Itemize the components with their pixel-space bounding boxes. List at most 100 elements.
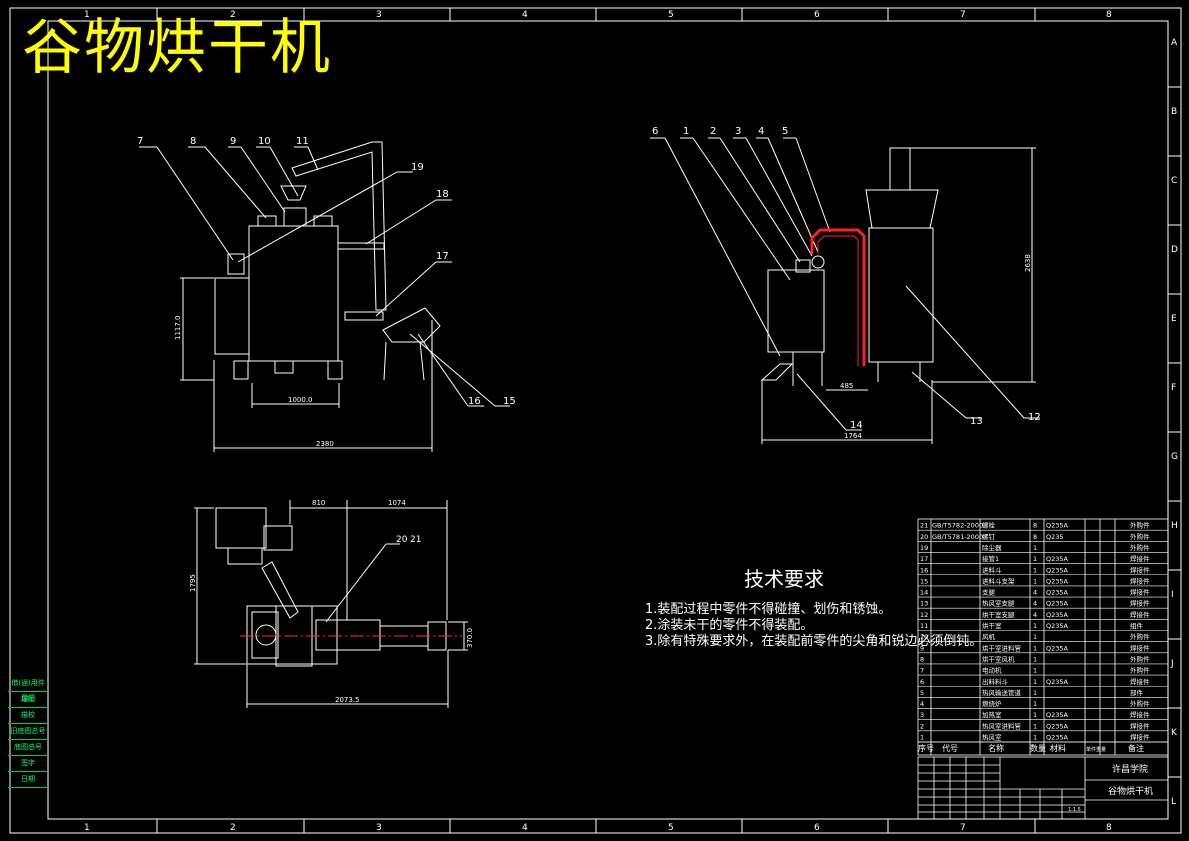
callout: 8 xyxy=(190,136,196,147)
row-label: E xyxy=(1171,314,1177,324)
strip-cell: 描图 xyxy=(8,692,48,708)
strip-cell: 借(通)用件登记 xyxy=(8,676,48,702)
bom-cell-code: GB/T5782-2000 xyxy=(932,522,983,530)
bom-cell-name: 烘干室 xyxy=(982,621,1002,630)
title-block-text: 许昌学院 谷物烘干机 1:1.5 xyxy=(1068,763,1153,813)
col-label: 6 xyxy=(814,823,820,833)
row-label: F xyxy=(1171,383,1176,393)
bom-cell-qty: 4 xyxy=(1033,589,1037,597)
dim-text: 2073.5 xyxy=(335,696,360,704)
bom-cell-name: 热风输送管道 xyxy=(982,688,1022,697)
bom-cell-qty: 4 xyxy=(1033,600,1037,608)
row-label: L xyxy=(1171,797,1176,807)
bom-cell-qty: 1 xyxy=(1033,678,1037,686)
callout: 13 xyxy=(970,416,983,427)
callout: 7 xyxy=(137,136,143,147)
tech-item: 3.除有特殊要求外，在装配前零件的尖角和锐边必须倒钝。 xyxy=(645,634,983,649)
bom-cell-mat: Q235A xyxy=(1046,678,1069,686)
col-label: 6 xyxy=(814,10,820,20)
callout: 21 xyxy=(410,535,421,545)
top-view-labels: 20 21 810 1074 1795 370.0 2073.5 xyxy=(189,499,474,704)
strip-cell: 旧底图总号 xyxy=(8,724,48,740)
callout: 6 xyxy=(652,126,658,137)
col-label: 5 xyxy=(668,823,674,833)
callout: 4 xyxy=(758,126,764,137)
callout: 19 xyxy=(411,162,424,173)
bom-header: 序号 代号 名称 数量 材料 单件重量 备注 xyxy=(918,743,1144,753)
bom-cell-name: 烘干室风机 xyxy=(982,654,1015,663)
bom-cell-name: 接管1 xyxy=(982,554,999,563)
bom-header-name: 名称 xyxy=(988,743,1004,753)
bom-cell-no: 16 xyxy=(920,566,928,574)
bom-cell-name: 加热室 xyxy=(982,710,1002,719)
col-label: 7 xyxy=(960,823,966,833)
bom-header-weight: 单件重量 xyxy=(1086,746,1106,753)
bom-cell-qty: 1 xyxy=(1033,700,1037,708)
bom-cell-note: 焊接件 xyxy=(1130,576,1150,585)
school-name: 许昌学院 xyxy=(1112,763,1148,775)
tech-requirements: 1.装配过程中零件不得碰撞、划伤和锈蚀。 2.涂装未干的零件不得装配。 3.除有… xyxy=(645,602,982,650)
bom-cell-mat: Q235 xyxy=(1046,533,1064,541)
dim-text: 1764 xyxy=(844,432,862,440)
bom-header-no: 序号 xyxy=(918,743,934,753)
bom-cell-no: 19 xyxy=(920,544,928,552)
col-label: 1 xyxy=(84,10,90,20)
strip-cell: 日期 xyxy=(8,772,48,788)
bom-header-note: 备注 xyxy=(1128,743,1144,753)
bom-cell-no: 4 xyxy=(920,700,924,708)
left-strip: 借(通)用件登记 描图 描校 旧底图总号 底图总号 签字 日期 xyxy=(8,676,48,788)
bom-cell-no: 6 xyxy=(920,678,924,686)
hot-air-pipe xyxy=(810,228,866,366)
bom-cell-name: 热风室进料管 xyxy=(982,721,1022,730)
strip-cell: 描校 xyxy=(8,708,48,724)
bom-cell-qty: 8 xyxy=(1033,533,1037,541)
bom-cell-name: 热风室支腿 xyxy=(982,599,1015,608)
bom-cell-qty: 1 xyxy=(1033,555,1037,563)
bom-cell-note: 外购件 xyxy=(1130,666,1150,675)
bom-cell-name: 螺钉 xyxy=(982,532,996,541)
bom-cell-name: 燃烧炉 xyxy=(982,699,1002,708)
col-label: 7 xyxy=(960,10,966,20)
bom-cell-note: 焊接件 xyxy=(1130,643,1150,652)
callout: 16 xyxy=(468,396,481,407)
bom-cell-no: 3 xyxy=(920,711,924,719)
col-label: 2 xyxy=(230,10,236,20)
bom-cell-mat: Q235A xyxy=(1046,589,1069,597)
bom-cell-no: 15 xyxy=(920,577,928,585)
title-block xyxy=(917,756,1169,820)
dim-text: 1000.0 xyxy=(288,396,313,404)
bom-cell-name: 进料斗 xyxy=(982,565,1002,574)
dim-text: 370.0 xyxy=(466,628,474,648)
bom-header-mat: 材料 xyxy=(1050,743,1066,753)
bom-header-code: 代号 xyxy=(942,743,958,753)
col-label: 1 xyxy=(84,823,90,833)
bom-cell-note: 焊接件 xyxy=(1130,721,1150,730)
front-view-labels: 7 8 9 10 11 19 18 17 16 15 1117.0 1000.0… xyxy=(137,136,516,448)
bom-cell-note: 焊接件 xyxy=(1130,565,1150,574)
bom-cell-note: 焊接件 xyxy=(1130,710,1150,719)
bom-header-qty: 数量 xyxy=(1030,743,1046,753)
bom-cell-no: 5 xyxy=(920,689,924,697)
strip-cell: 签字 xyxy=(8,756,48,772)
callout: 18 xyxy=(436,189,449,200)
bom-cell-qty: 1 xyxy=(1033,655,1037,663)
bom-cell-note: 组件 xyxy=(1130,621,1144,630)
bom-cell-qty: 1 xyxy=(1033,722,1037,730)
callout: 12 xyxy=(1028,412,1041,423)
col-label: 4 xyxy=(522,10,528,20)
bom-cell-name: 螺栓 xyxy=(982,521,996,530)
bom-cell-note: 外购件 xyxy=(1130,543,1150,552)
bom-cell-name: 热风室 xyxy=(982,733,1002,742)
bom-cell-name: 出料料斗 xyxy=(982,677,1009,686)
bom-cell-note: 外购件 xyxy=(1130,654,1150,663)
bom-cell-note: 焊接件 xyxy=(1130,733,1150,742)
bom-cell-qty: 4 xyxy=(1033,611,1037,619)
row-label: K xyxy=(1171,728,1178,738)
bom-cell-mat: Q235A xyxy=(1046,522,1069,530)
bom-cell-no: 8 xyxy=(920,655,924,663)
bom-cell-no: 7 xyxy=(920,667,924,675)
callout: 10 xyxy=(258,136,271,147)
bom-cell-no: 1 xyxy=(920,734,924,742)
